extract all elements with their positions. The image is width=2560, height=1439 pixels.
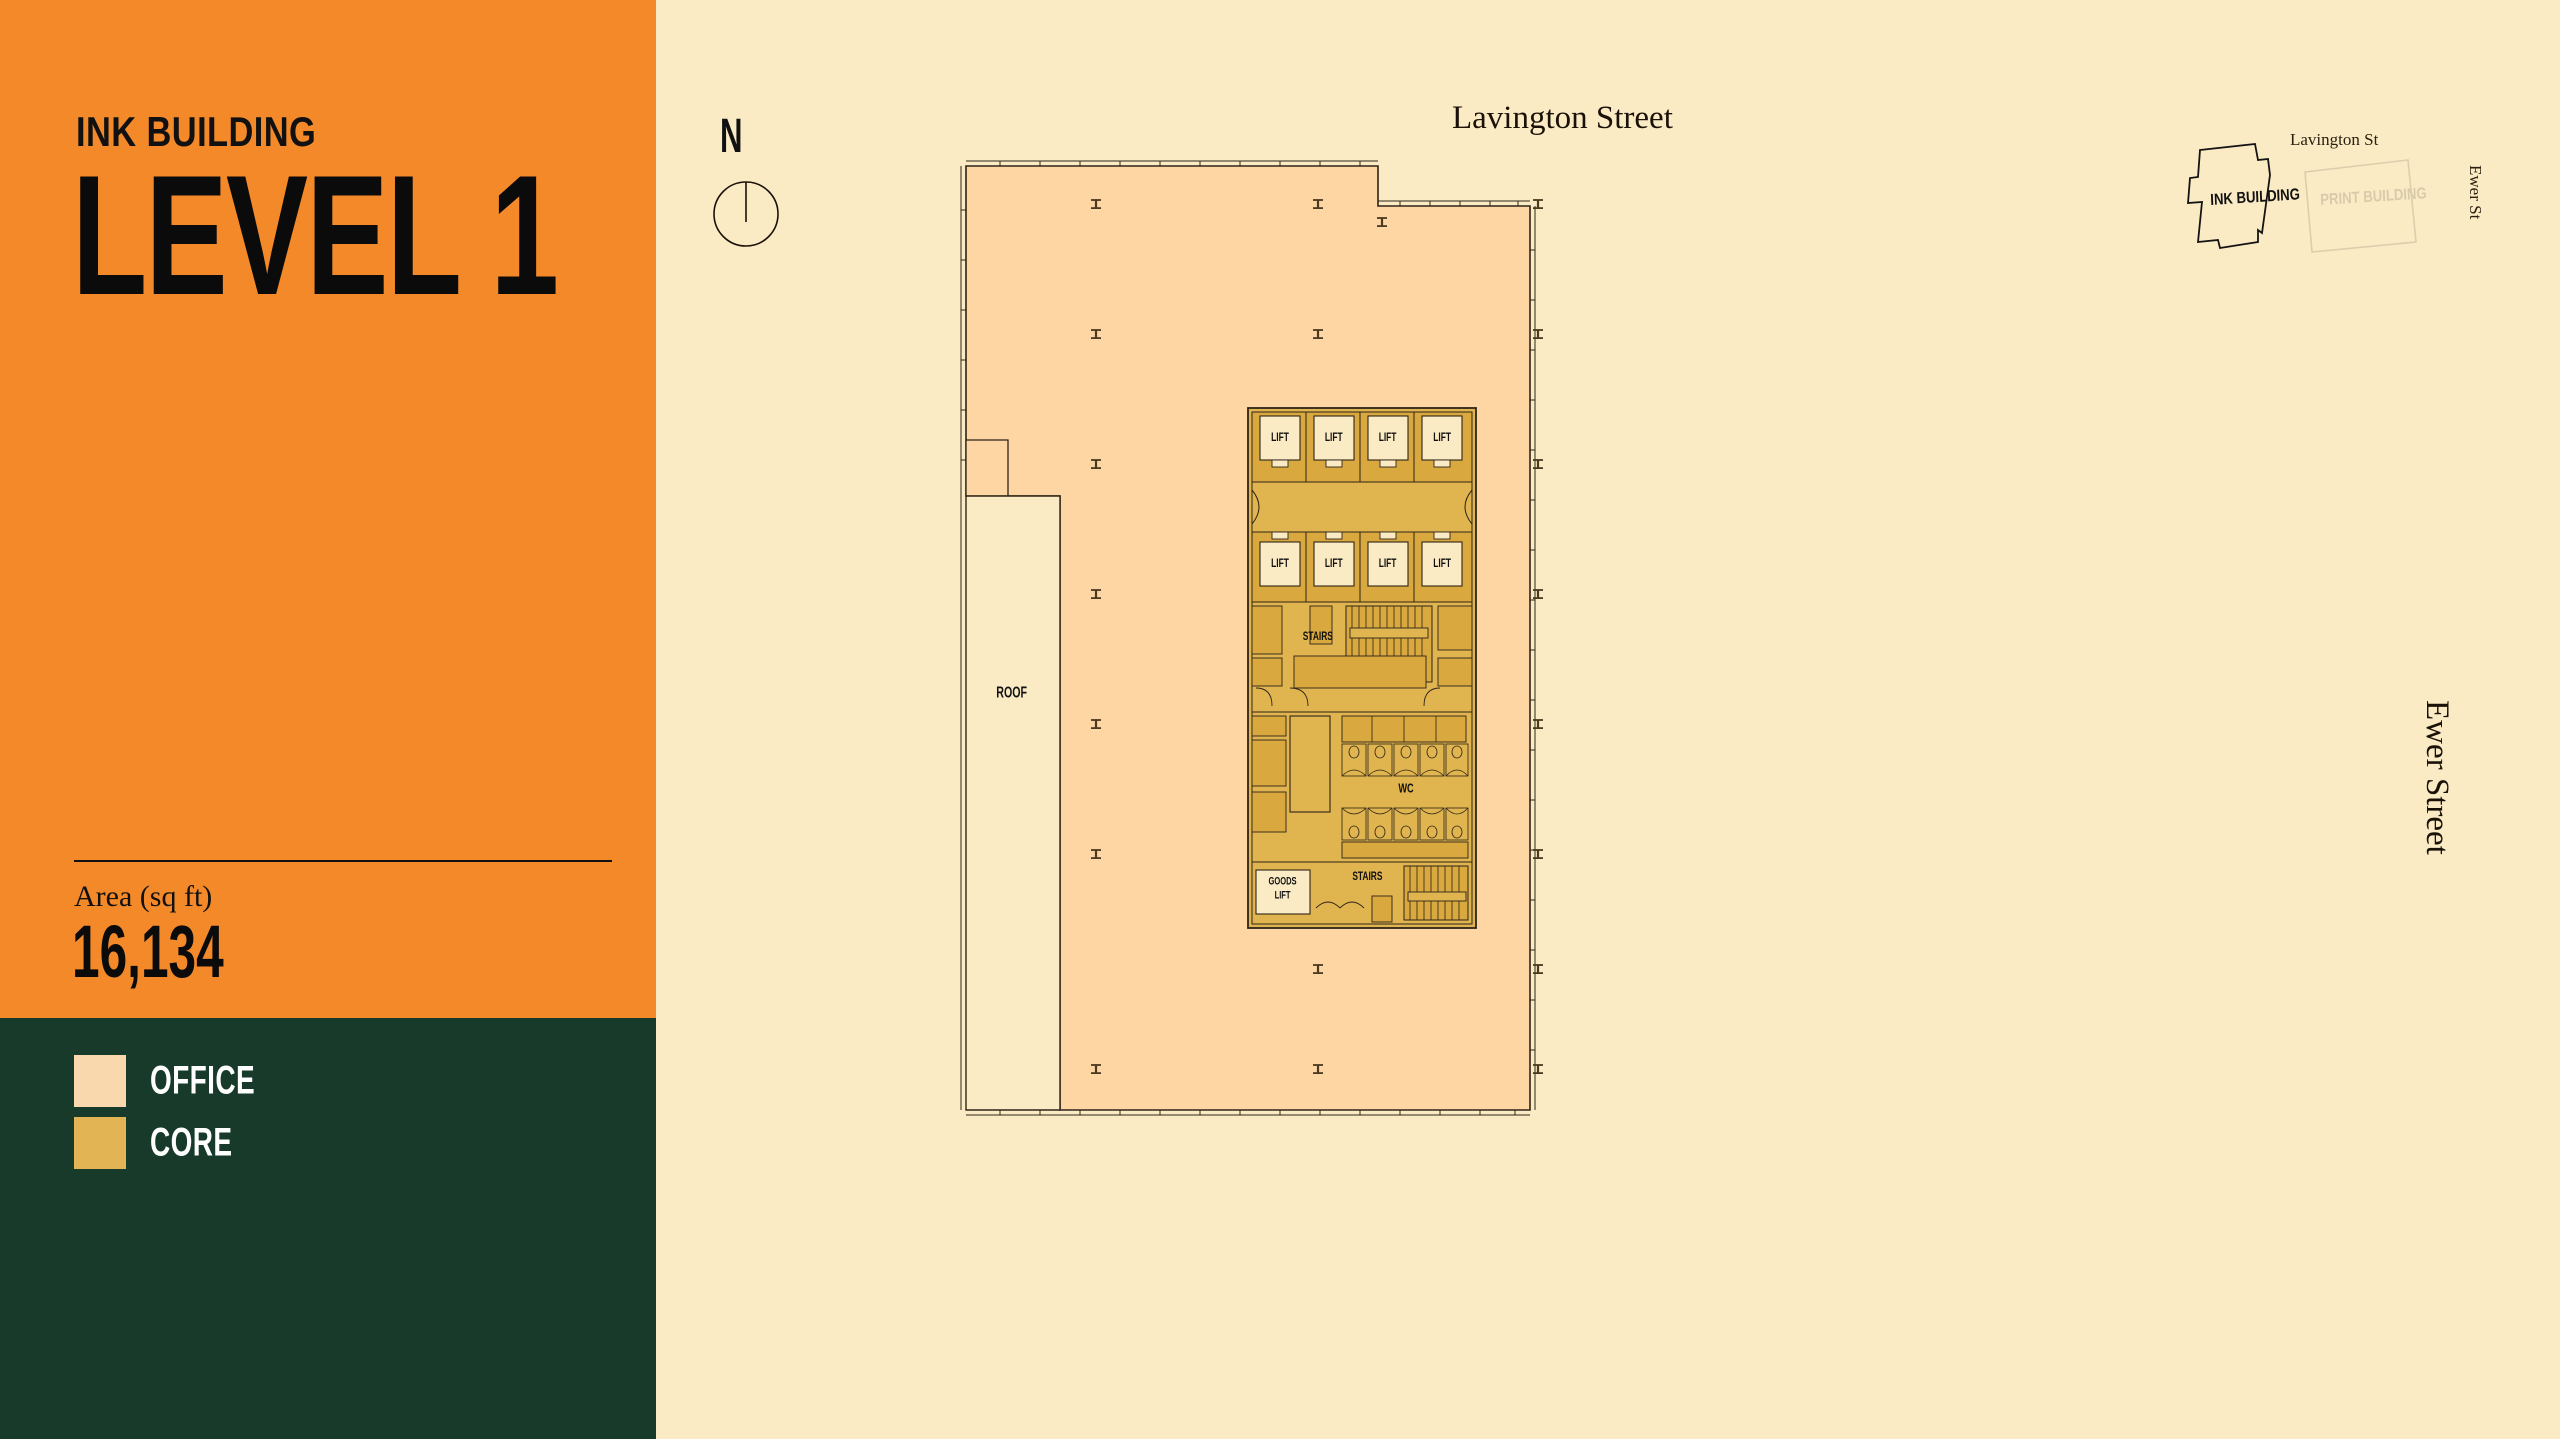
lift-car-2 <box>1313 415 1355 461</box>
lift-lobby <box>1251 481 1473 533</box>
room-label-lift-6: LIFT <box>1325 558 1343 571</box>
area-label: Area (sq ft) <box>74 880 213 913</box>
keyplan-inset: Lavington St Ewer St INK BUILDING PRINT … <box>2170 130 2510 290</box>
lift-car-5 <box>1259 541 1301 587</box>
room-label-roof: ROOF <box>996 684 1027 702</box>
street-label-lavington: Lavington Street <box>1452 100 1673 136</box>
lift-bank-north: LIFT LIFT LIFT LIFT <box>1251 411 1473 483</box>
goods-lift-car <box>1255 869 1311 915</box>
compass-north-label: N <box>720 110 743 163</box>
room-label-lift-1: LIFT <box>1271 432 1289 445</box>
room-label-lift-3: LIFT <box>1379 432 1397 445</box>
wc-storage-zone: STORAGE <box>1251 711 1473 863</box>
room-label-lift-8: LIFT <box>1433 558 1451 571</box>
legend-swatch-office <box>74 1055 126 1107</box>
room-label-goods-lift-1: GOODS <box>1269 875 1297 887</box>
keyplan-shape-print <box>2304 159 2417 253</box>
legend-item-office: OFFICE <box>74 1050 281 1112</box>
legend-label-core: CORE <box>150 1120 233 1165</box>
keyplan-shapes <box>2187 143 2417 253</box>
room-label-lift-2: LIFT <box>1325 432 1343 445</box>
floor-plan-svg: ROOF <box>960 160 1543 1116</box>
room-label-lift-4: LIFT <box>1433 432 1451 445</box>
room-label-stairs-north: STAIRS <box>1303 631 1333 644</box>
room-label-goods-lift-2: LIFT <box>1275 889 1291 901</box>
building-name: INK BUILDING <box>76 108 317 155</box>
legend-label-office: OFFICE <box>150 1058 256 1103</box>
legend-swatch-core <box>74 1117 126 1169</box>
lift-car-6 <box>1313 541 1355 587</box>
page-title: LEVEL 1 <box>72 139 559 331</box>
area-value: 16,134 <box>72 911 224 994</box>
sidebar: INK BUILDING LEVEL 1 Area (sq ft) 16,134… <box>0 0 656 1439</box>
room-label-lift-5: LIFT <box>1271 558 1289 571</box>
area-divider <box>74 860 612 862</box>
floor-plan: ROOF <box>960 160 1920 1220</box>
goods-stairs-zone: GOODS LIFT STAIRS <box>1251 861 1473 925</box>
compass-icon <box>713 181 779 247</box>
curtain-wall-mullions <box>960 160 1536 1116</box>
legend-item-core: CORE <box>74 1112 281 1174</box>
legend: OFFICE CORE <box>74 1050 281 1174</box>
room-label-wc: WC <box>1398 782 1413 796</box>
lift-car-7 <box>1367 541 1409 587</box>
lift-bank-south: LIFT LIFT LIFT LIFT <box>1251 531 1473 603</box>
room-label-lift-7: LIFT <box>1379 558 1397 571</box>
lift-car-1 <box>1259 415 1301 461</box>
keyplan-street-lavington: Lavington St <box>2290 130 2379 149</box>
roof-area: ROOF <box>965 495 1061 1111</box>
wc-cubicles-upper <box>1341 715 1469 777</box>
keyplan-shape-ink <box>2187 143 2271 250</box>
sidebar-orange-panel <box>0 0 656 1018</box>
street-label-ewer: Ewer Street <box>2419 700 2455 855</box>
core-area: LIFT LIFT LIFT LIFT <box>1247 407 1477 929</box>
lift-car-8 <box>1421 541 1463 587</box>
lift-car-4 <box>1421 415 1463 461</box>
lift-car-3 <box>1367 415 1409 461</box>
storage-room <box>1289 715 1331 813</box>
wc-cubicles-lower <box>1341 807 1469 859</box>
room-label-stairs-south: STAIRS <box>1352 871 1382 884</box>
stairs-north: STAIRS <box>1251 601 1473 713</box>
